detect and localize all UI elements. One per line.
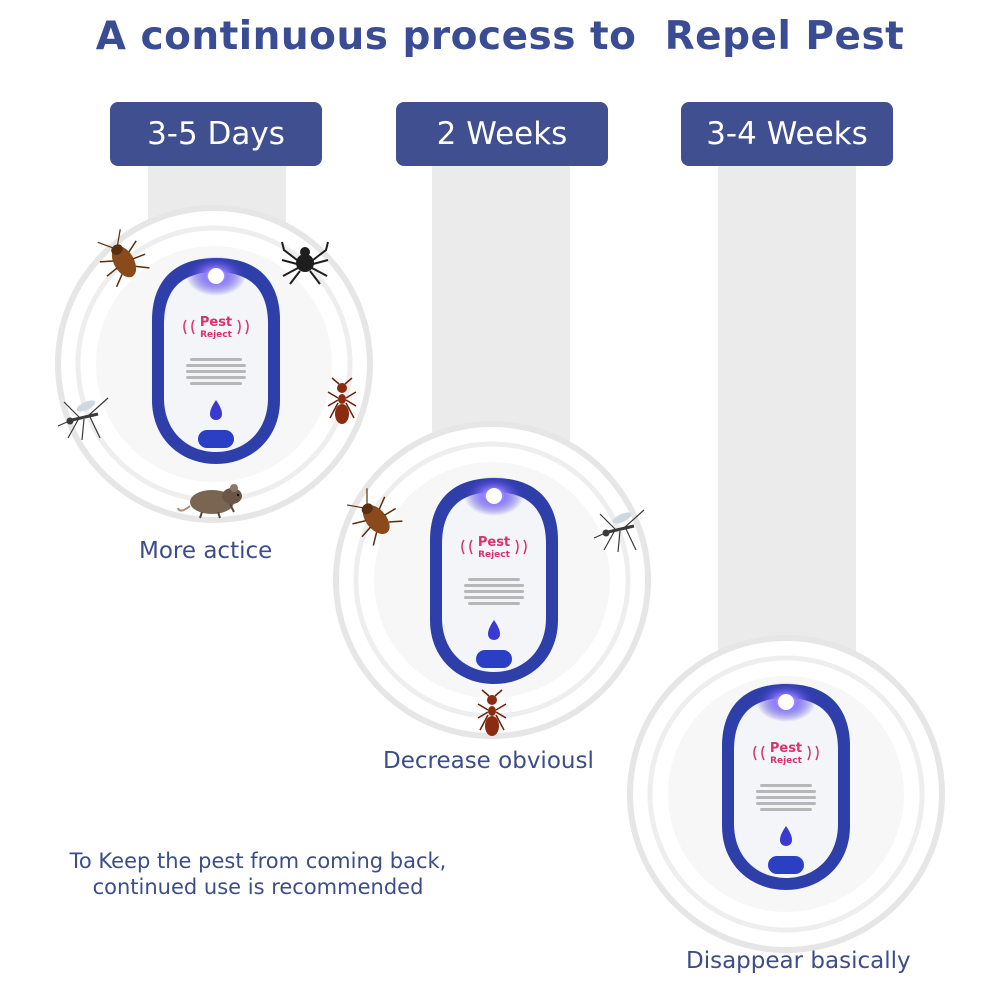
recommendation-note-line-2: continued use is recommended	[92, 875, 424, 899]
stage-3-speaker-grille-icon	[756, 784, 816, 811]
stage-2-caption: Decrease obviousl	[383, 748, 594, 774]
cockroach-icon	[346, 488, 403, 546]
stage-1-speaker-grille-icon	[186, 358, 246, 385]
spider-icon	[281, 241, 329, 285]
stage-3-repeller-device: Pest Reject	[722, 682, 850, 890]
stage-2-duration-badge: 2 Weeks	[396, 102, 608, 166]
ant-icon	[477, 689, 507, 736]
page-title: A continuous process to Repel Pest	[95, 14, 905, 59]
stage-2-brand-sublabel: Reject	[478, 550, 511, 560]
mosquito-icon	[593, 509, 645, 553]
stage-3-strip	[718, 166, 856, 666]
stage-1-brand-label: Pest	[200, 315, 232, 330]
stage-2-strip	[432, 166, 570, 466]
stage-3-brand-sublabel: Reject	[770, 756, 803, 766]
stage-2-repeller-device: Pest Reject	[430, 476, 558, 684]
ant-icon	[327, 377, 357, 424]
stage-1-caption: More actice	[139, 538, 273, 564]
stage-2-brand-label: Pest	[478, 535, 510, 550]
stage-1-brand-sublabel: Reject	[200, 330, 233, 340]
rat-icon	[177, 484, 242, 519]
stage-1-repeller-device: Pest Reject	[152, 256, 280, 464]
recommendation-note-line-1: To Keep the pest from coming back,	[69, 849, 447, 873]
stage-1-duration-badge: 3-5 Days	[110, 102, 322, 166]
mosquito-icon	[57, 397, 109, 441]
cockroach-icon	[97, 229, 150, 288]
stage-2-speaker-grille-icon	[464, 578, 524, 605]
stage-3-caption: Disappear basically	[686, 948, 911, 974]
stage-3-brand-label: Pest	[770, 741, 802, 756]
stage-3-duration-badge: 3-4 Weeks	[681, 102, 893, 166]
recommendation-note: To Keep the pest from coming back, conti…	[38, 848, 478, 900]
